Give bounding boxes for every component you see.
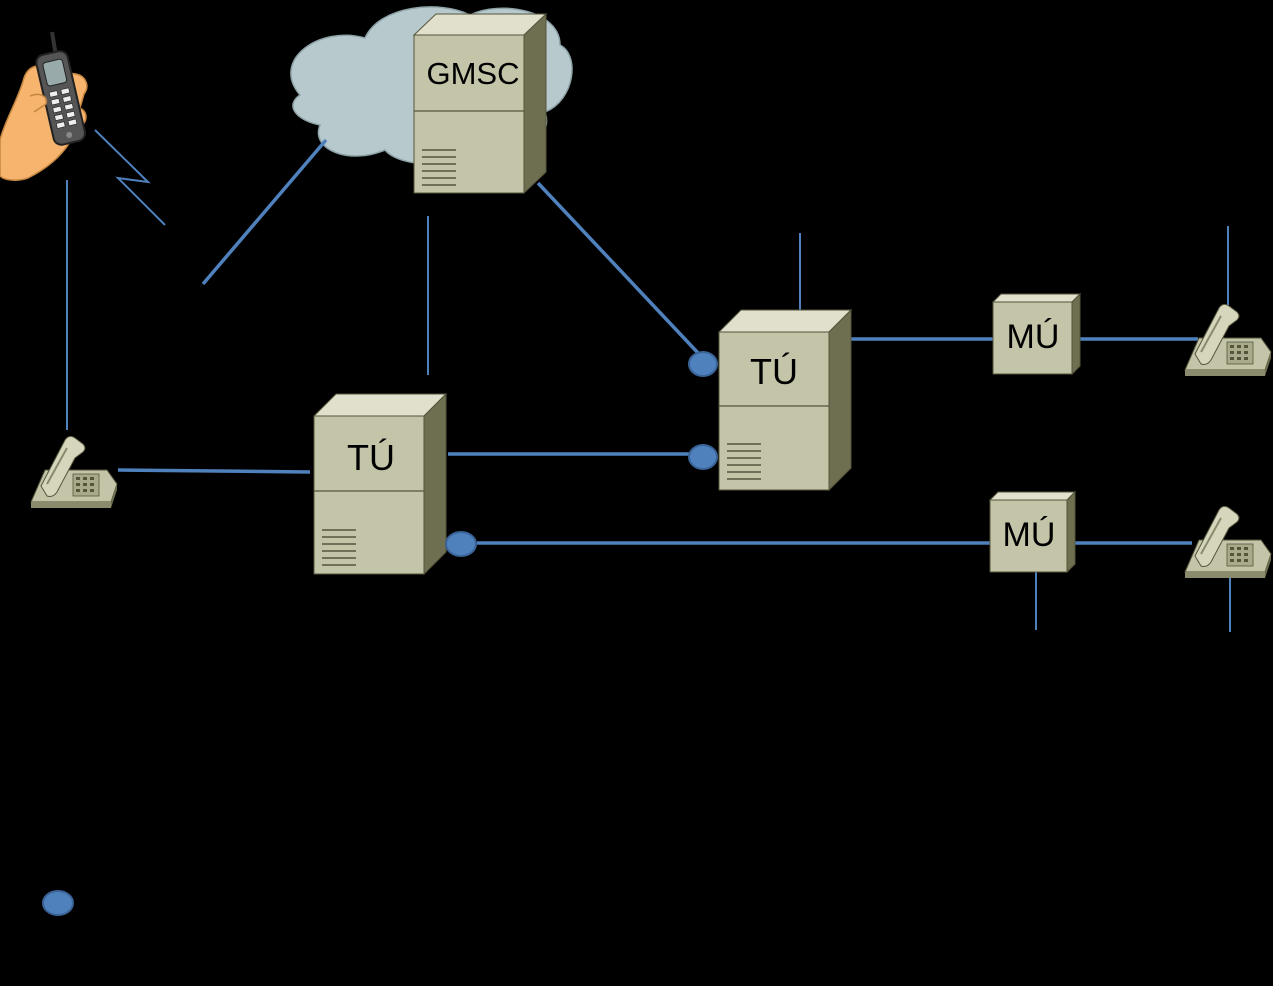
radio-link xyxy=(94,129,166,226)
port-markers xyxy=(42,351,718,916)
tu-server-right: TÚ xyxy=(717,308,853,492)
port-marker xyxy=(688,351,718,377)
desk-phone-top-right-icon xyxy=(1184,303,1272,377)
tu-right-label: TÚ xyxy=(750,351,798,392)
port-marker xyxy=(688,444,718,470)
mu-box-bottom: MÚ xyxy=(988,490,1077,574)
desk-phone-bottom-right-icon xyxy=(1184,505,1272,579)
mobile-phone-in-hand-icon xyxy=(0,31,88,181)
mu-box-top: MÚ xyxy=(991,292,1082,376)
port-marker xyxy=(445,531,477,557)
gmsc-label: GMSC xyxy=(427,56,520,91)
desk-phone-left-icon xyxy=(30,435,118,509)
mu-bottom-label: MÚ xyxy=(1003,516,1056,554)
mu-top-label: MÚ xyxy=(1007,318,1060,356)
legend-port-marker xyxy=(42,890,74,916)
tu-server-center: TÚ xyxy=(312,392,448,576)
link-tower-cloud xyxy=(201,138,328,286)
links xyxy=(66,129,1231,632)
gmsc-server: GMSC xyxy=(412,12,548,195)
tu-center-label: TÚ xyxy=(347,437,395,478)
link-gmsc-tu-right xyxy=(536,181,701,356)
radio-tower-icon xyxy=(169,233,209,301)
link-desk-phone-tu-center xyxy=(117,468,311,474)
